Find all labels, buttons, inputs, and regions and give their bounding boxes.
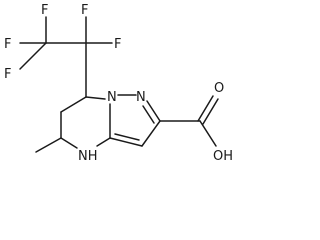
atom-f2: F: [4, 37, 11, 52]
atom-n-bridge: N: [107, 90, 117, 105]
bond-c-f3: [19, 42, 47, 70]
bond-c7-c6: [60, 96, 87, 113]
atom-labels: F F F F F N N NH O OH: [4, 3, 233, 164]
atom-f1: F: [41, 3, 48, 18]
bond-c5-methyl: [35, 137, 62, 153]
atom-f5: F: [114, 37, 121, 52]
structure-diagram: F F F F F N N NH O OH: [4, 3, 233, 164]
bond-cooh-o-double-b: [202, 98, 219, 125]
bond-c2-c3: [141, 120, 161, 147]
bond-nh-c3a: [96, 137, 111, 147]
bond-c3-c3a: [109, 137, 143, 147]
bond-c3-c3a-double: [114, 133, 140, 141]
atom-f3: F: [4, 67, 11, 82]
bond-c5-nh: [60, 137, 78, 149]
atom-f4: F: [81, 3, 88, 18]
bond-cooh-o-double-a: [197, 95, 214, 122]
atom-nh: NH: [78, 149, 98, 164]
atom-n-pyrazole: N: [136, 90, 146, 105]
bond-cooh-oh: [199, 120, 217, 147]
bond-n-pyrazole-c2: [146, 100, 161, 122]
bond-n-pyrazole-c2-double: [142, 105, 155, 124]
atom-oh: OH: [213, 149, 233, 164]
bond-n-bridge-c7: [85, 96, 106, 100]
bond-lines: [19, 16, 219, 153]
atom-o-carbonyl: O: [214, 81, 224, 96]
